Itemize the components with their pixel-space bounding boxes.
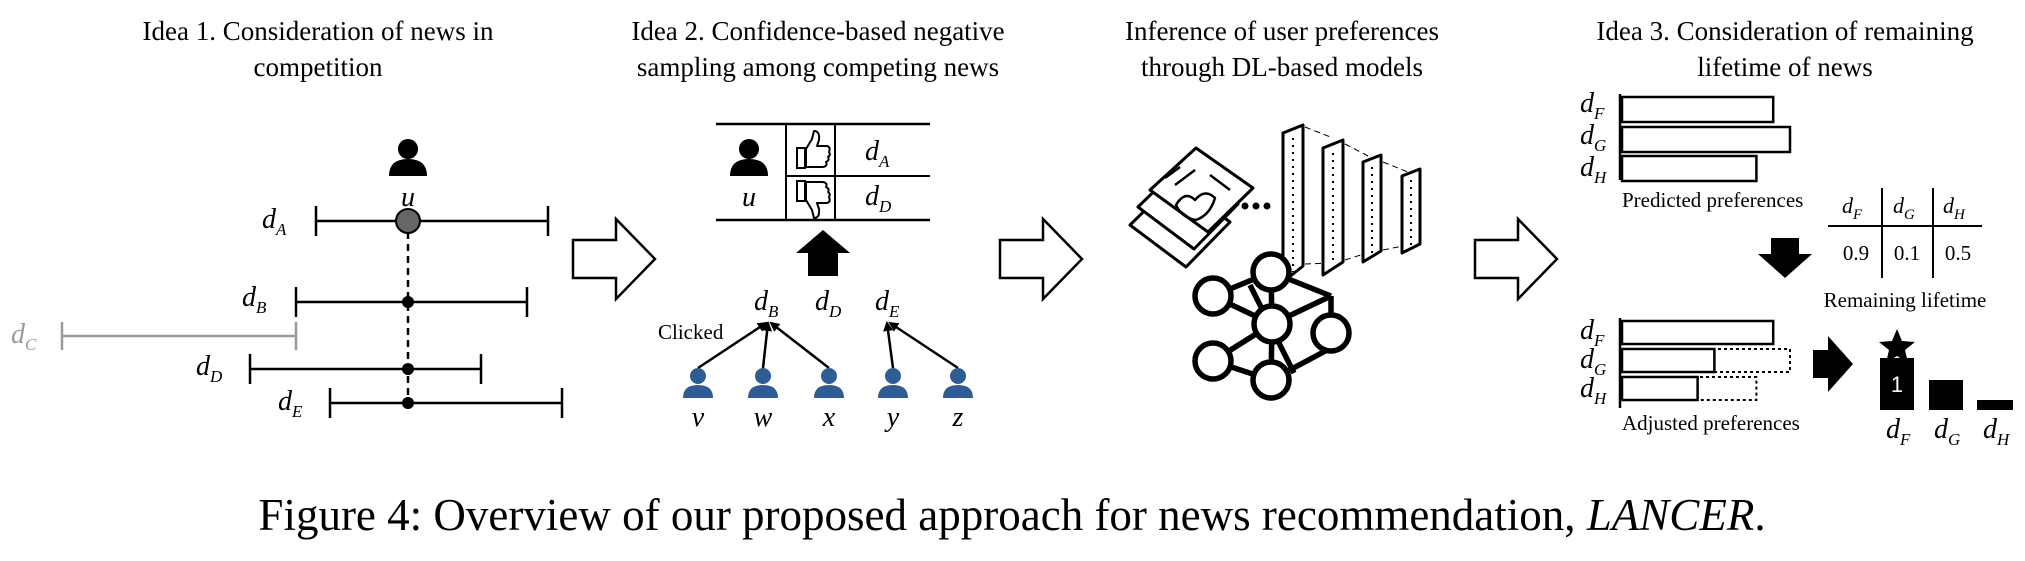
- label-dD: dD: [196, 351, 223, 386]
- candidate-dB: dB: [754, 286, 779, 321]
- ellipsis-icon: [1241, 202, 1271, 210]
- lifetime-header-dG: dG: [1893, 193, 1915, 223]
- flow-arrow-3: [1473, 215, 1559, 303]
- predicted-bar-dG: [1620, 125, 1792, 154]
- click-arrow-v: [697, 321, 768, 370]
- adjusted-label: Adjusted preferences: [1622, 411, 1800, 435]
- idea1-user-node: [395, 208, 421, 234]
- adjusted-bar-dG: [1620, 347, 1716, 374]
- candidate-dE: dE: [875, 286, 900, 321]
- idea1-title-line2: competition: [254, 52, 383, 82]
- pred-label-dF: dF: [1580, 88, 1605, 123]
- rank-bar-dG: [1929, 380, 1963, 410]
- candidate-dD: dD: [815, 286, 842, 321]
- lifetime-header-dH: dH: [1943, 193, 1966, 223]
- figure-caption: Figure 4: Overview of our proposed appro…: [258, 490, 1765, 540]
- user-v-label: v: [692, 402, 705, 433]
- idea3-title-line2: lifetime of news: [1697, 52, 1872, 82]
- user-w-label: w: [754, 402, 773, 433]
- user-v-icon: [683, 368, 713, 398]
- adjusted-bar-dH: [1620, 375, 1699, 402]
- idea1-user-label: u: [401, 182, 415, 213]
- timeline-dA: [314, 206, 550, 236]
- rank-number: 1: [1891, 372, 1903, 397]
- star-icon: [1879, 329, 1915, 363]
- predicted-label: Predicted preferences: [1622, 188, 1803, 212]
- user-x-icon: [814, 368, 844, 398]
- idea2-table: [716, 122, 930, 222]
- user-y-label: y: [884, 402, 900, 433]
- predicted-bar-dF: [1620, 95, 1775, 124]
- table-row-dA: dA: [865, 136, 890, 171]
- idea2-title-line2: sampling among competing news: [637, 52, 999, 82]
- rank-bar-dH: [1977, 400, 2013, 410]
- lifetime-value-dF: 0.9: [1843, 241, 1869, 265]
- adjusted-bar-labels: dF dG dH: [1580, 315, 1608, 408]
- rank-label-dG: dG: [1934, 414, 1960, 449]
- adj-label-dH: dH: [1580, 373, 1608, 408]
- idea2-table-user-icon: [730, 139, 768, 176]
- pred-label-dH: dH: [1580, 152, 1608, 187]
- idea1-user-icon: [389, 139, 427, 176]
- rank-label-dH: dH: [1983, 414, 2011, 449]
- thumbs-down-icon: [796, 180, 831, 219]
- flow-arrow-1: [571, 215, 657, 303]
- adjusted-bar-dF: [1620, 319, 1775, 346]
- click-arrow-x: [769, 321, 830, 369]
- click-arrow-y: [883, 321, 895, 369]
- label-dC: dC: [11, 319, 37, 354]
- user-x-label: x: [822, 402, 836, 433]
- lifetime-value-dH: 0.5: [1945, 241, 1971, 265]
- adj-label-dG: dG: [1580, 344, 1606, 379]
- clicked-label: Clicked: [658, 320, 724, 344]
- predicted-bar-dH: [1620, 154, 1758, 183]
- idea1-title-line1: Idea 1. Consideration of news in: [143, 16, 494, 46]
- predicted-bar-labels: dF dG dH: [1580, 88, 1608, 187]
- thumbs-up-icon: [796, 130, 831, 169]
- label-dA: dA: [262, 204, 287, 239]
- timeline-dB: [294, 287, 529, 317]
- table-row-dD: dD: [865, 181, 892, 216]
- user-w-icon: [748, 368, 778, 398]
- lifetime-table: [1828, 188, 1982, 278]
- adjusted-bars: [1620, 319, 1791, 402]
- timeline-dD: [248, 354, 483, 384]
- rank-right-arrow: [1813, 336, 1853, 392]
- rank-label-dF: dF: [1886, 414, 1911, 449]
- pred-label-dG: dG: [1580, 120, 1606, 155]
- rank-bar-dF: [1880, 358, 1914, 410]
- user-y-icon: [878, 368, 908, 398]
- flow-arrow-2: [998, 215, 1084, 303]
- lifetime-header-dF: dF: [1842, 193, 1863, 223]
- idea2-title-line1: Idea 2. Confidence-based negative: [631, 16, 1004, 46]
- user-z-label: z: [952, 402, 964, 433]
- news-documents-icon: [1128, 146, 1255, 269]
- neural-network-icon: [1192, 251, 1352, 401]
- inference-title-line2: through DL-based models: [1141, 52, 1423, 82]
- adj-label-dF: dF: [1580, 315, 1605, 350]
- timeline-dE: [328, 388, 564, 418]
- cnn-layers-icon: [1281, 123, 1422, 284]
- sampling-up-arrow: [796, 230, 850, 276]
- lifetime-value-dG: 0.1: [1894, 241, 1920, 265]
- label-dE: dE: [278, 386, 303, 421]
- idea2-table-user-label: u: [742, 182, 756, 213]
- adjust-down-arrow: [1758, 238, 1812, 278]
- user-z-icon: [943, 368, 973, 398]
- predicted-bars: [1620, 95, 1792, 183]
- click-arrow-z: [888, 321, 959, 370]
- idea3-title-line1: Idea 3. Consideration of remaining: [1596, 16, 1973, 46]
- lifetime-label: Remaining lifetime: [1824, 288, 1987, 312]
- timeline-dC: [60, 322, 298, 350]
- inference-title-line1: Inference of user preferences: [1125, 16, 1439, 46]
- click-arrow-w: [761, 321, 773, 369]
- label-dB: dB: [242, 282, 267, 317]
